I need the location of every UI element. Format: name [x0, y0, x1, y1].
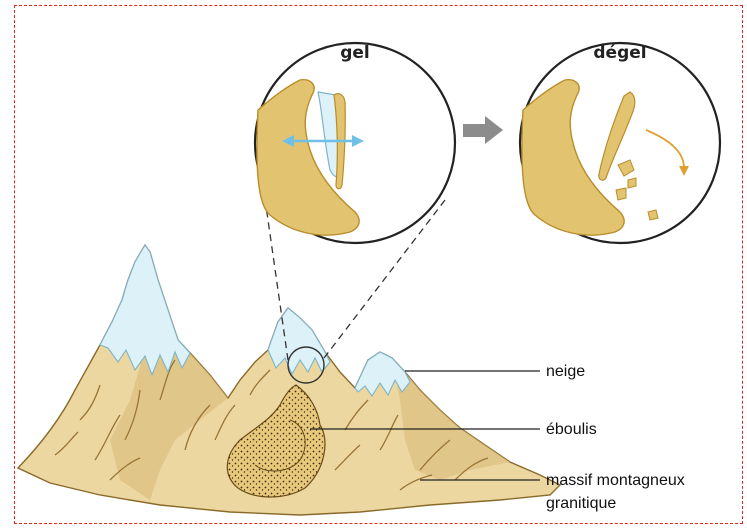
mountain-massif: [18, 245, 560, 515]
snow-cap-left: [100, 245, 190, 375]
label-massif-line2: granitique: [546, 495, 616, 512]
transition-arrow: [463, 116, 503, 144]
label-massif-line1: massif montagneux: [546, 472, 685, 489]
thaw-title: dégel: [593, 43, 646, 63]
inset-freeze: gel: [255, 43, 455, 243]
freeze-title: gel: [340, 43, 370, 63]
inset-thaw: dégel: [520, 43, 720, 243]
label-snow: neige: [546, 363, 585, 380]
label-scree: éboulis: [546, 421, 597, 438]
